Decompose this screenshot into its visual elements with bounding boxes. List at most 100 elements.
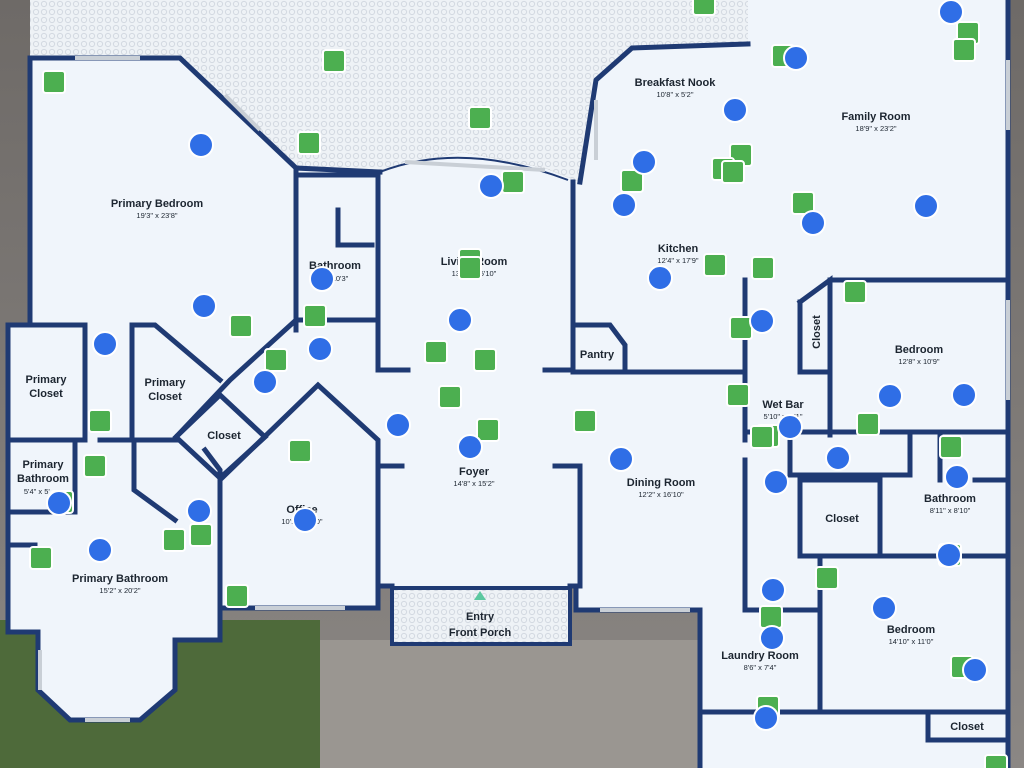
room-name: Closet [811,315,823,349]
blue-circle-marker-icon[interactable] [292,507,318,533]
room-name: Breakfast Nook [635,77,717,89]
blue-circle-marker-icon[interactable] [783,45,809,71]
room-dims: 15'2" x 20'2" [99,586,140,595]
room-name: Closet [207,430,241,442]
room-name: Dining Room [627,477,696,489]
floor [8,0,1010,768]
room-dims: 12'2" x 16'10" [638,490,684,499]
blue-circle-marker-icon[interactable] [877,383,903,409]
green-square-marker-icon[interactable] [729,316,753,340]
green-square-marker-icon[interactable] [225,584,249,608]
green-square-marker-icon[interactable] [791,191,815,215]
room-name: Kitchen [658,243,699,255]
green-square-marker-icon[interactable] [952,38,976,62]
green-square-marker-icon[interactable] [264,348,288,372]
blue-circle-marker-icon[interactable] [252,369,278,395]
green-square-marker-icon[interactable] [322,49,346,73]
green-square-marker-icon[interactable] [229,314,253,338]
blue-circle-marker-icon[interactable] [913,193,939,219]
blue-circle-marker-icon[interactable] [191,293,217,319]
green-square-marker-icon[interactable] [984,754,1008,768]
blue-circle-marker-icon[interactable] [938,0,964,25]
blue-circle-marker-icon[interactable] [936,542,962,568]
blue-circle-marker-icon[interactable] [447,307,473,333]
green-square-marker-icon[interactable] [162,528,186,552]
blue-circle-marker-icon[interactable] [753,705,779,731]
room-name: Bedroom [895,344,944,356]
green-square-marker-icon[interactable] [288,439,312,463]
room-labels: Breakfast Nook 10'8" x 5'2" Family Room … [17,77,984,733]
green-square-marker-icon[interactable] [750,425,774,449]
room-name: Closet [148,391,182,403]
blue-circle-marker-icon[interactable] [647,265,673,291]
green-square-marker-icon[interactable] [297,131,321,155]
blue-circle-marker-icon[interactable] [962,657,988,683]
room-name: Primary [26,374,68,386]
room-name: Wet Bar [762,399,804,411]
green-square-marker-icon[interactable] [424,340,448,364]
room-dims: 5'4" x 5'... [24,487,56,496]
room-dims: 12'4" x 17'9" [657,256,698,265]
blue-circle-marker-icon[interactable] [188,132,214,158]
green-square-marker-icon[interactable] [476,418,500,442]
blue-circle-marker-icon[interactable] [457,434,483,460]
blue-circle-marker-icon[interactable] [759,625,785,651]
green-square-marker-icon[interactable] [721,160,745,184]
green-square-marker-icon[interactable] [458,256,482,280]
room-name: Closet [29,388,63,400]
green-square-marker-icon[interactable] [692,0,716,16]
room-name: Bathroom [924,493,976,505]
green-square-marker-icon[interactable] [42,70,66,94]
blue-circle-marker-icon[interactable] [951,382,977,408]
blue-circle-marker-icon[interactable] [825,445,851,471]
blue-circle-marker-icon[interactable] [871,595,897,621]
green-square-marker-icon[interactable] [751,256,775,280]
blue-circle-marker-icon[interactable] [87,537,113,563]
green-square-marker-icon[interactable] [438,385,462,409]
green-square-marker-icon[interactable] [88,409,112,433]
green-square-marker-icon[interactable] [189,523,213,547]
room-name: Primary [23,459,65,471]
room-name: Primary Bedroom [111,198,204,210]
blue-circle-marker-icon[interactable] [478,173,504,199]
room-name: Laundry Room [721,650,799,662]
green-square-marker-icon[interactable] [726,383,750,407]
green-square-marker-icon[interactable] [843,280,867,304]
blue-circle-marker-icon[interactable] [385,412,411,438]
room-dims: 10'3" [332,274,349,283]
blue-circle-marker-icon[interactable] [760,577,786,603]
blue-circle-marker-icon[interactable] [763,469,789,495]
blue-circle-marker-icon[interactable] [307,336,333,362]
blue-circle-marker-icon[interactable] [92,331,118,357]
blue-markers[interactable] [46,0,988,731]
green-square-marker-icon[interactable] [939,435,963,459]
green-square-marker-icon[interactable] [759,605,783,629]
room-dims: 8'6" x 7'4" [744,663,777,672]
blue-circle-marker-icon[interactable] [608,446,634,472]
green-square-marker-icon[interactable] [856,412,880,436]
blue-circle-marker-icon[interactable] [309,266,335,292]
green-square-marker-icon[interactable] [468,106,492,130]
green-square-marker-icon[interactable] [473,348,497,372]
windows [38,56,1010,722]
green-square-marker-icon[interactable] [501,170,525,194]
green-square-marker-icon[interactable] [815,566,839,590]
blue-circle-marker-icon[interactable] [46,490,72,516]
blue-circle-marker-icon[interactable] [186,498,212,524]
blue-circle-marker-icon[interactable] [749,308,775,334]
green-square-marker-icon[interactable] [703,253,727,277]
green-square-marker-icon[interactable] [83,454,107,478]
blue-circle-marker-icon[interactable] [800,210,826,236]
green-square-marker-icon[interactable] [303,304,327,328]
green-square-marker-icon[interactable] [573,409,597,433]
blue-circle-marker-icon[interactable] [722,97,748,123]
room-name: Bedroom [887,624,936,636]
green-square-marker-icon[interactable] [620,169,644,193]
blue-circle-marker-icon[interactable] [944,464,970,490]
blue-circle-marker-icon[interactable] [777,414,803,440]
green-markers[interactable] [29,0,1008,768]
blue-circle-marker-icon[interactable] [611,192,637,218]
blue-circle-marker-icon[interactable] [631,149,657,175]
green-square-marker-icon[interactable] [29,546,53,570]
